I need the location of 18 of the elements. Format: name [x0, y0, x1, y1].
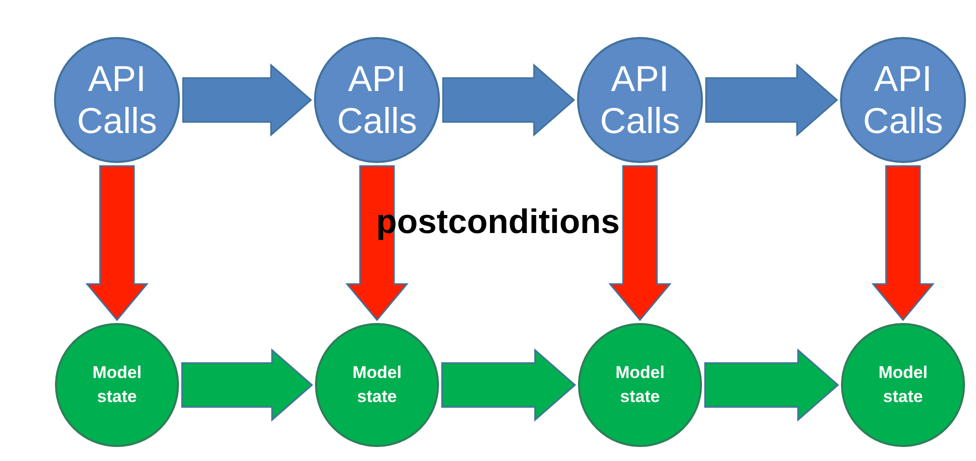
node-label: Model state — [877, 362, 929, 408]
block-arrow — [442, 63, 576, 137]
block-arrow — [704, 348, 840, 422]
block-arrow — [85, 165, 149, 322]
block-arrow — [182, 63, 312, 137]
node-label: API Calls — [76, 58, 158, 142]
block-arrow — [441, 348, 576, 422]
block-arrow — [871, 165, 935, 322]
node-label: Model state — [91, 362, 143, 408]
node-label: API Calls — [862, 58, 944, 142]
block-arrow — [345, 165, 409, 322]
block-arrow — [705, 63, 838, 137]
node-label: Model state — [351, 362, 403, 408]
block-arrow — [608, 165, 672, 322]
block-arrow — [181, 348, 314, 422]
node-label: API Calls — [336, 58, 418, 142]
node-label: Model state — [614, 362, 666, 408]
node-label: API Calls — [598, 58, 681, 142]
